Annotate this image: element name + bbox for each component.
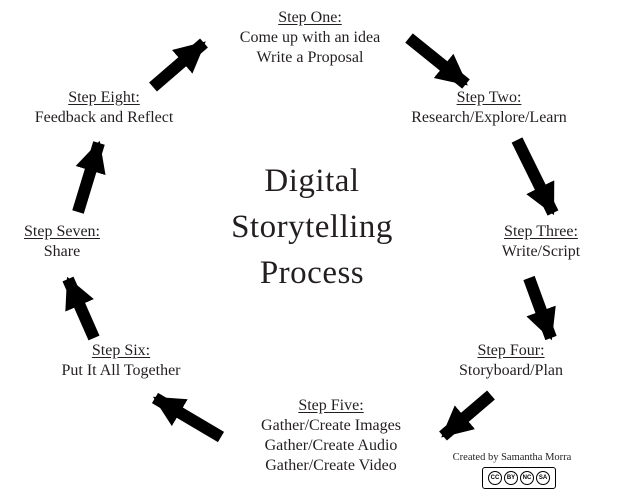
step-five-line-3: Gather/Create Video bbox=[265, 457, 397, 474]
step-three-heading: Step Three: bbox=[504, 223, 578, 240]
step-one-line-1: Come up with an idea bbox=[239, 29, 381, 46]
arrow-step2-to-step3 bbox=[511, 137, 559, 216]
step-two-heading: Step Two: bbox=[456, 89, 522, 106]
step-six-heading: Step Six: bbox=[91, 342, 151, 359]
step-eight-heading: Step Eight: bbox=[68, 89, 140, 106]
step-four: Step Four: Storyboard/Plan bbox=[459, 341, 563, 381]
step-four-heading: Step Four: bbox=[477, 342, 545, 359]
arrow-step5-to-step6 bbox=[151, 392, 225, 443]
cc-sa-icon: SA bbox=[536, 471, 550, 485]
arrow-step7-to-step8 bbox=[72, 140, 106, 214]
cc-icon: CC bbox=[488, 471, 502, 485]
step-eight: Step Eight: Feedback and Reflect bbox=[35, 88, 174, 128]
step-one-line-2: Write a Proposal bbox=[256, 49, 364, 66]
step-six-line-1: Put It All Together bbox=[61, 362, 181, 379]
step-seven-line-1: Share bbox=[43, 243, 81, 260]
title-line-2: Storytelling bbox=[231, 209, 393, 245]
cc-nc-icon: NC bbox=[520, 471, 534, 485]
step-five-line-2: Gather/Create Audio bbox=[264, 437, 398, 454]
step-five-line-1: Gather/Create Images bbox=[261, 417, 401, 434]
cc-license-badge: CC BY NC SA bbox=[482, 467, 556, 489]
step-seven-heading: Step Seven: bbox=[24, 223, 100, 240]
diagram-title: Digital Storytelling Process bbox=[231, 158, 393, 296]
step-six: Step Six: Put It All Together bbox=[61, 341, 180, 381]
step-five: Step Five: Gather/Create Images Gather/C… bbox=[261, 396, 401, 476]
arrow-step3-to-step4 bbox=[523, 275, 557, 341]
step-seven: Step Seven: Share bbox=[24, 222, 100, 262]
credit-text: Created by Samantha Morra bbox=[452, 452, 572, 463]
step-four-line-1: Storyboard/Plan bbox=[459, 362, 563, 379]
title-line-1: Digital bbox=[264, 163, 360, 199]
step-three: Step Three: Write/Script bbox=[502, 222, 580, 262]
arrow-step4-to-step5 bbox=[439, 390, 495, 441]
step-three-line-1: Write/Script bbox=[501, 243, 581, 260]
step-one-heading: Step One: bbox=[278, 9, 342, 26]
step-one: Step One: Come up with an idea Write a P… bbox=[240, 8, 380, 68]
arrow-step6-to-step7 bbox=[62, 276, 100, 341]
step-two-line-1: Research/Explore/Learn bbox=[411, 109, 567, 126]
arrow-step1-to-step2 bbox=[405, 33, 470, 89]
step-two: Step Two: Research/Explore/Learn bbox=[411, 88, 566, 128]
title-line-3: Process bbox=[259, 255, 365, 291]
arrow-step8-to-step1 bbox=[149, 38, 208, 92]
step-five-heading: Step Five: bbox=[298, 397, 364, 414]
step-eight-line-1: Feedback and Reflect bbox=[34, 109, 174, 126]
cc-by-icon: BY bbox=[504, 471, 518, 485]
